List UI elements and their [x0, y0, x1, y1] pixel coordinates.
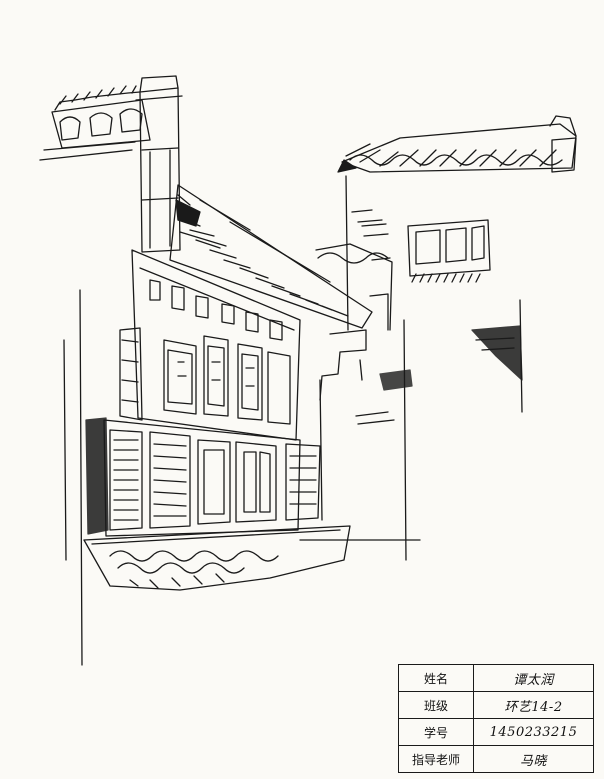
name-row: 姓名 谭太润 [398, 664, 594, 692]
advisor-row: 指导老师 马晓 [398, 745, 594, 773]
name-value: 谭太润 [473, 664, 594, 692]
student-id-value: 1450233215 [473, 718, 594, 746]
left-wall-edge-2 [63, 339, 67, 561]
name-label: 姓名 [398, 664, 474, 692]
student-id-label: 学号 [398, 718, 474, 746]
main-facade-ground [85, 417, 321, 537]
right-wall-edge [403, 319, 407, 561]
student-info-table: 姓名 谭太润 班级 环艺14-2 学号 1450233215 指导老师 马晓 [398, 664, 594, 773]
right-roof [337, 115, 577, 173]
advisor-label: 指导老师 [398, 745, 474, 773]
chimney-tower [135, 75, 183, 253]
class-label: 班级 [398, 691, 474, 719]
student-id-row: 学号 1450233215 [398, 718, 594, 746]
class-row: 班级 环艺14-2 [398, 691, 594, 719]
advisor-value: 马晓 [473, 745, 594, 773]
main-roof [169, 184, 373, 329]
top-left-roof [39, 85, 151, 161]
right-wall [345, 175, 523, 413]
left-wall-edge [79, 289, 83, 666]
class-value: 环艺14-2 [473, 691, 594, 719]
lower-tiled-roof [83, 525, 351, 591]
middle-stepped-walls [315, 223, 413, 521]
main-facade-upper [119, 249, 301, 441]
